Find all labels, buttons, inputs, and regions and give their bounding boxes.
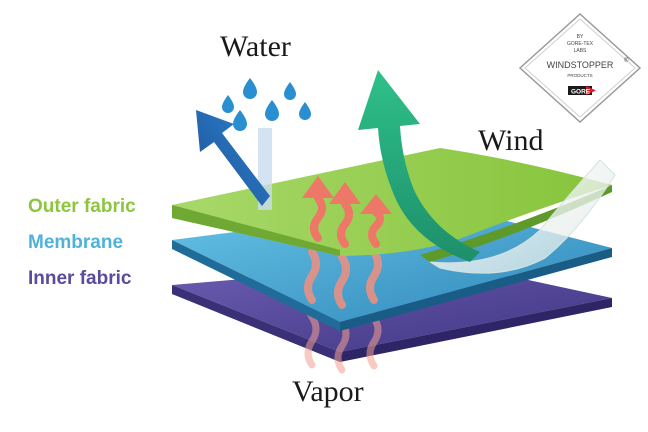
windstopper-badge: BY GORE-TEX LABS WINDSTOPPER ® PRODUCTS … bbox=[518, 12, 642, 124]
wind-label: Wind bbox=[478, 124, 544, 157]
membrane-label: Membrane bbox=[28, 232, 124, 253]
badge-company-text: GORE-TEX bbox=[567, 41, 594, 47]
vapor-arrows-middle bbox=[304, 248, 382, 309]
inner-fabric-label: Inner fabric bbox=[28, 268, 132, 289]
badge-products-text: PRODUCTS bbox=[567, 73, 592, 78]
water-deflect-arrow bbox=[196, 110, 272, 210]
badge-labs-text: LABS bbox=[574, 48, 587, 54]
badge-registered-mark: ® bbox=[624, 57, 629, 64]
wind-arrow bbox=[358, 70, 480, 262]
badge-brand-text: WINDSTOPPER bbox=[547, 60, 614, 70]
water-label: Water bbox=[220, 30, 291, 63]
vapor-arrowhead-1 bbox=[302, 176, 334, 198]
water-droplets bbox=[222, 78, 311, 131]
gore-logo-box bbox=[568, 86, 592, 95]
vapor-label: Vapor bbox=[292, 375, 364, 408]
outer-fabric-layer bbox=[172, 148, 612, 262]
badge-by-text: BY bbox=[577, 34, 584, 40]
vapor-arrowhead-3 bbox=[360, 194, 392, 214]
gore-logo-arrow-icon bbox=[586, 86, 596, 95]
vapor-arrowhead-2 bbox=[329, 182, 361, 204]
vapor-arrows-upper bbox=[302, 176, 392, 248]
gore-logo-text: GORE bbox=[571, 89, 591, 96]
outer-fabric-label: Outer fabric bbox=[28, 196, 136, 217]
wind-sheet bbox=[429, 159, 616, 274]
